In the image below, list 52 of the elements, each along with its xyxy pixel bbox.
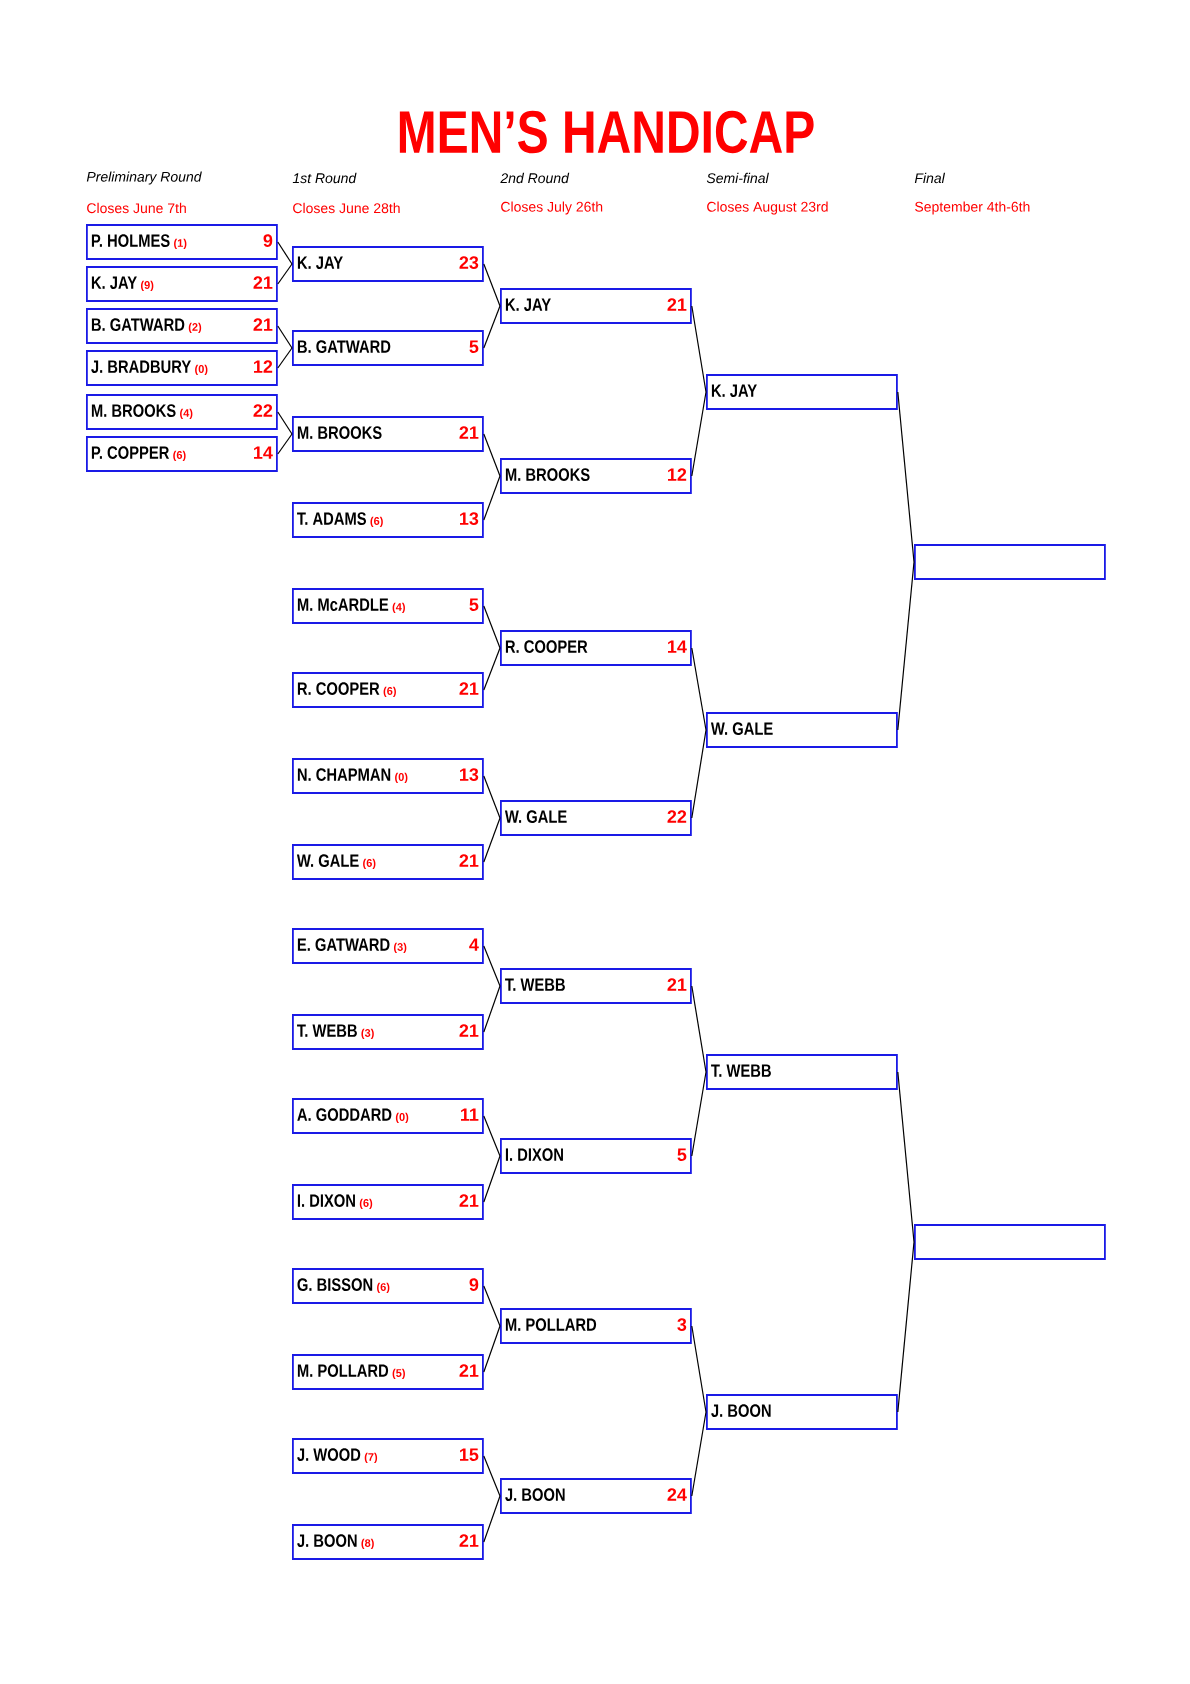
bracket-line bbox=[691, 1411, 707, 1497]
bracket-line bbox=[691, 1325, 707, 1413]
player-box: M. BROOKS 12 bbox=[500, 458, 692, 494]
bracket-line bbox=[483, 605, 501, 649]
bracket-line bbox=[897, 391, 915, 563]
bracket-line bbox=[691, 647, 707, 731]
empty-box bbox=[914, 544, 1106, 580]
bracket-line bbox=[277, 325, 293, 349]
empty-box bbox=[914, 1224, 1106, 1260]
player-box: M. BROOKS 21 bbox=[292, 416, 484, 452]
bracket-line bbox=[483, 817, 501, 863]
bracket-line bbox=[691, 1071, 707, 1157]
bracket-line bbox=[483, 1455, 501, 1497]
bracket-line bbox=[483, 1155, 501, 1203]
player-box: J. BOON 24 bbox=[500, 1478, 692, 1514]
player-box: T. WEBB 21 bbox=[500, 968, 692, 1004]
bracket-line bbox=[483, 1285, 501, 1327]
bracket-line bbox=[483, 305, 501, 349]
bracket-line bbox=[277, 347, 293, 369]
player-box: W. GALE 22 bbox=[500, 800, 692, 836]
player-box: I. DIXON 5 bbox=[500, 1138, 692, 1174]
bracket-line bbox=[483, 1495, 501, 1543]
player-box: W. GALE bbox=[706, 712, 898, 748]
player-box: K. JAY 23 bbox=[292, 246, 484, 282]
player-box: T. WEBB bbox=[706, 1054, 898, 1090]
bracket-line bbox=[691, 391, 707, 477]
player-box: M. POLLARD 3 bbox=[500, 1308, 692, 1344]
bracket-line bbox=[483, 433, 501, 477]
bracket-line bbox=[277, 411, 293, 435]
bracket-line bbox=[483, 1115, 501, 1157]
player-box: K. JAY 21 bbox=[500, 288, 692, 324]
bracket-line bbox=[483, 985, 501, 1033]
title: MEN’S HANDICAP bbox=[399, 110, 814, 154]
bracket-line bbox=[483, 475, 501, 521]
player-box: R. COOPER 14 bbox=[500, 630, 692, 666]
bracket-line bbox=[691, 985, 707, 1073]
bracket-line bbox=[691, 729, 707, 819]
bracket-line bbox=[277, 433, 293, 455]
bracket-line bbox=[897, 1071, 915, 1243]
bracket-line bbox=[897, 1241, 915, 1413]
bracket-line bbox=[277, 263, 293, 285]
bracket-line bbox=[691, 305, 707, 393]
bracket-line bbox=[483, 647, 501, 691]
bracket-line bbox=[483, 945, 501, 987]
bracket-line bbox=[483, 1325, 501, 1373]
bracket-line bbox=[897, 561, 915, 731]
bracket-line bbox=[483, 775, 501, 819]
bracket-line bbox=[277, 241, 293, 265]
player-box: B. GATWARD 5 bbox=[292, 330, 484, 366]
player-box: K. JAY bbox=[706, 374, 898, 410]
player-box: J. BOON bbox=[706, 1394, 898, 1430]
bracket-line bbox=[483, 263, 501, 307]
